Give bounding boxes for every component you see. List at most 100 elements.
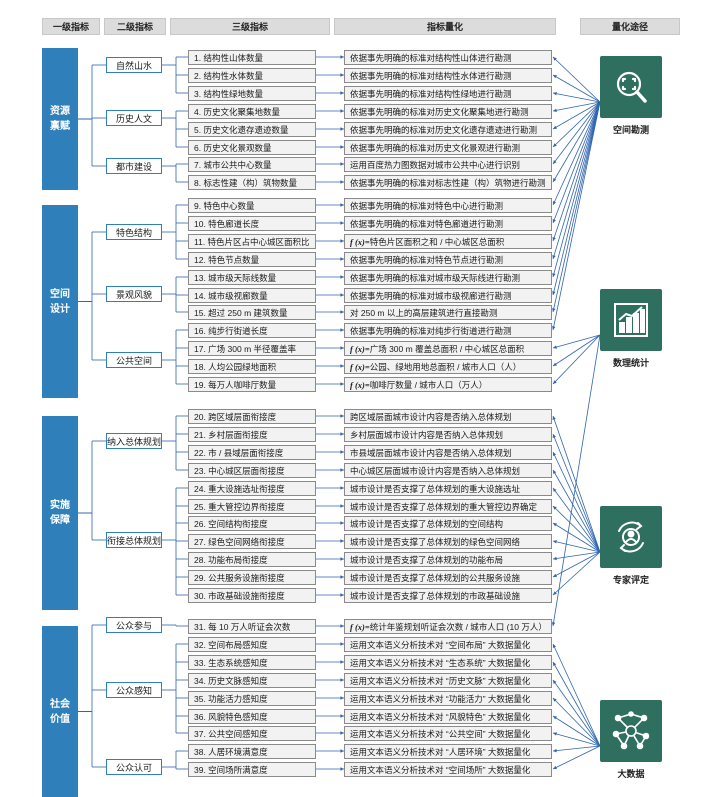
arrow-head: [553, 540, 557, 544]
connector-line: [552, 715, 601, 747]
connector-line: [552, 551, 601, 560]
expert-review-box: [600, 506, 662, 568]
connector-line: [552, 643, 601, 747]
connector-line: [552, 56, 601, 103]
quantification-box: 城市设计是否支撑了总体规划的市政基础设施: [344, 588, 552, 603]
statistics-box: [600, 289, 662, 351]
arrow-head: [553, 160, 557, 164]
quantification-box: 依据事先明确的标准对历史文化遗存遗迹进行勘测: [344, 122, 552, 137]
indicator-box: 17. 广场 300 m 半径覆盖率: [188, 341, 316, 356]
quantification-box: 运用文本语义分析技术对 “历史文脉” 大数据量化: [344, 673, 552, 688]
arrow-head: [553, 380, 557, 384]
quantification-text: 依据事先明确的标准对结构性山体进行勘测: [350, 52, 512, 63]
arrow-head: [553, 748, 557, 753]
connector-line: [552, 745, 601, 752]
quantification-text: 中心城区层面城市设计内容是否纳入总体规划: [350, 465, 521, 476]
quantification-box: 城市设计是否支撑了总体规划的公共服务设施: [344, 570, 552, 585]
connector-line: [552, 101, 601, 224]
quantification-text: 城市设计是否支撑了总体规划的重大管控边界确定: [350, 501, 538, 512]
quantification-box: 依据事先明确的标准对结构性山体进行勘测: [344, 50, 552, 65]
arrow-head: [552, 416, 556, 420]
connector-line: [552, 334, 601, 349]
arrow-head: [552, 326, 556, 330]
arrow-head: [552, 219, 556, 223]
quantification-box: 依据事先明确的标准对历史文化景观进行勘测: [344, 140, 552, 155]
indicator-box: 16. 纯步行街道长度: [188, 323, 316, 338]
arrow-head: [552, 308, 556, 312]
quantification-box: 运用文本语义分析技术对 “空间场所” 大数据量化: [344, 762, 552, 777]
header-level1: 一级指标: [42, 18, 100, 35]
indicator-box: 10. 特色廊道长度: [188, 216, 316, 231]
quantification-text: 依据事先明确的标准对历史文化遗存遗迹进行勘测: [350, 124, 538, 135]
level2-box: 纳入总体规划: [106, 433, 162, 449]
indicator-box: 19. 每万人咖啡厅数量: [188, 377, 316, 392]
quantification-text: 城市设计是否支撑了总体规划的重大设施选址: [350, 483, 521, 494]
level2-box: 特色结构: [106, 224, 162, 240]
level2-box: 历史人文: [106, 110, 162, 126]
quantification-text: 运用文本语义分析技术对 “生态系统” 大数据量化: [350, 657, 531, 668]
quantification-text: 广场 300 m 覆盖总面积 / 中心城区总面积: [369, 343, 525, 354]
indicator-box: 30. 市政基础设施衔接度: [188, 588, 316, 603]
quantification-box: f (x)=广场 300 m 覆盖总面积 / 中心城区总面积: [344, 341, 552, 356]
quantification-box: 依据事先明确的标准对城市级天际线进行勘测: [344, 270, 552, 285]
indicator-box: 22. 市 / 县域层面衔接度: [188, 445, 316, 460]
quantification-text: 依据事先明确的标准对历史文化景观进行勘测: [350, 142, 521, 153]
quantification-text: 依据事先明确的标准对标志性建（构）筑物进行勘测: [350, 177, 546, 188]
quantification-box: 依据事先明确的标准对历史文化聚集地进行勘测: [344, 104, 552, 119]
arrow-head: [552, 273, 556, 277]
level1-block: 资源禀赋: [42, 48, 78, 190]
arrow-head: [552, 201, 557, 205]
connector-line: [552, 540, 601, 553]
method-label-statistics: 数理统计: [612, 358, 649, 368]
method-label-expert: 专家评定: [612, 575, 649, 585]
indicator-box: 27. 绿色空间网络衔接度: [188, 534, 316, 549]
arrow-head: [553, 556, 557, 561]
header-level2: 二级指标: [104, 18, 166, 35]
quantification-box: 依据事先明确的标准对纯步行街道进行勘测: [344, 323, 552, 338]
indicator-box: 13. 城市级天际线数量: [188, 270, 316, 285]
indicator-box: 6. 历史文化景观数量: [188, 140, 316, 155]
connector-line: [552, 469, 601, 553]
connector-line: [552, 487, 601, 553]
arrow-head: [553, 178, 557, 182]
indicator-box: 4. 历史文化聚集地数量: [188, 104, 316, 119]
indicator-box: 25. 重大管控边界衔接度: [188, 499, 316, 514]
arrow-head: [552, 291, 556, 295]
quantification-text: 市县域层面城市设计内容是否纳入总体规划: [350, 447, 512, 458]
quantification-text: 特色片区面积之和 / 中心城区总面积: [369, 236, 505, 247]
connector-line: [552, 661, 601, 747]
quantification-text: 运用文本语义分析技术对 “功能活力” 大数据量化: [350, 693, 531, 704]
connector-line: [552, 101, 601, 183]
arrow-head: [553, 732, 557, 736]
quantification-text: 运用文本语义分析技术对 “空间场所” 大数据量化: [350, 764, 531, 775]
quantification-text: 乡村层面城市设计内容是否纳入总体规划: [350, 429, 504, 440]
level1-block: 实施保障: [42, 416, 78, 610]
quantification-box: 依据事先明确的标准对特色中心进行勘测: [344, 198, 552, 213]
indicator-box: 14. 城市级视廊数量: [188, 288, 316, 303]
quantification-box: 依据事先明确的标准对标志性建（构）筑物进行勘测: [344, 175, 552, 190]
quantification-text: 统计年鉴规划听证会次数 / 城市人口 (10 万人）: [369, 621, 547, 632]
level2-box: 都市建设: [106, 158, 162, 174]
formula-prefix: f (x)=: [350, 343, 370, 354]
quantification-box: 市县域层面城市设计内容是否纳入总体规划: [344, 445, 552, 460]
quantification-box: 中心城区层面城市设计内容是否纳入总体规划: [344, 463, 552, 478]
connector-line: [552, 101, 601, 112]
quantification-text: 城市设计是否支撑了总体规划的公共服务设施: [350, 572, 521, 583]
arrow-head: [553, 108, 557, 113]
quantification-box: 运用文本语义分析技术对 “功能活力” 大数据量化: [344, 691, 552, 706]
arrow-head: [553, 573, 557, 577]
level2-box: 景观风貌: [106, 286, 162, 302]
quantification-box: 跨区域层面城市设计内容是否纳入总体规划: [344, 409, 552, 424]
indicator-box: 8. 标志性建（构）筑物数量: [188, 175, 316, 190]
arrow-head: [553, 662, 557, 666]
header-quantification: 指标量化: [334, 18, 556, 35]
indicator-box: 21. 乡村层面衔接度: [188, 427, 316, 442]
level1-block: 社会价值: [42, 626, 78, 797]
quantification-box: f (x)=统计年鉴规划听证会次数 / 城市人口 (10 万人）: [344, 619, 552, 634]
quantification-box: 城市设计是否支撑了总体规划的重大设施选址: [344, 481, 552, 496]
quantification-text: 城市设计是否支撑了总体规划的空间结构: [350, 518, 504, 529]
arrow-head: [553, 75, 557, 79]
arrow-head: [553, 57, 557, 61]
connector-line: [552, 415, 601, 553]
indicator-box: 3. 结构性绿地数量: [188, 86, 316, 101]
